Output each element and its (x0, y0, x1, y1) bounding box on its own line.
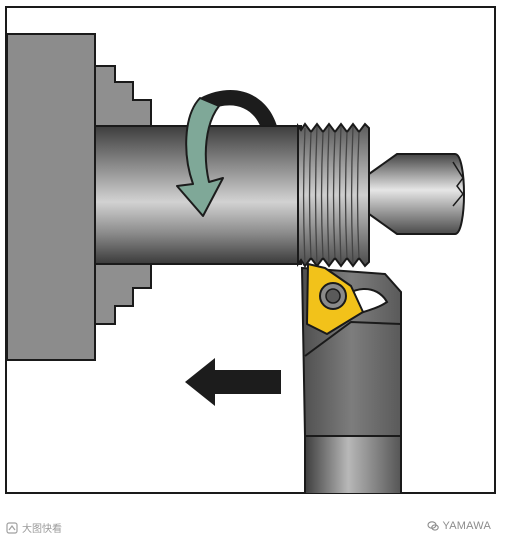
wechat-official-account-icon (6, 521, 18, 534)
watermark-left: 大图快看 (6, 520, 62, 535)
lathe-chuck (6, 33, 152, 361)
watermark-right: YAMAWA (426, 520, 491, 532)
feed-direction-arrow (185, 358, 281, 406)
watermark-right-text: YAMAWA (442, 520, 491, 532)
tailstock-center (368, 153, 465, 235)
wechat-icon (426, 521, 439, 531)
watermark-left-text: 大图快看 (22, 524, 62, 535)
threading-insert (306, 263, 364, 335)
rotation-arrow-front (176, 97, 224, 217)
rotation-arrow-back (200, 90, 277, 128)
threaded-section (297, 122, 370, 268)
lathe-threading-diagram (5, 6, 496, 494)
